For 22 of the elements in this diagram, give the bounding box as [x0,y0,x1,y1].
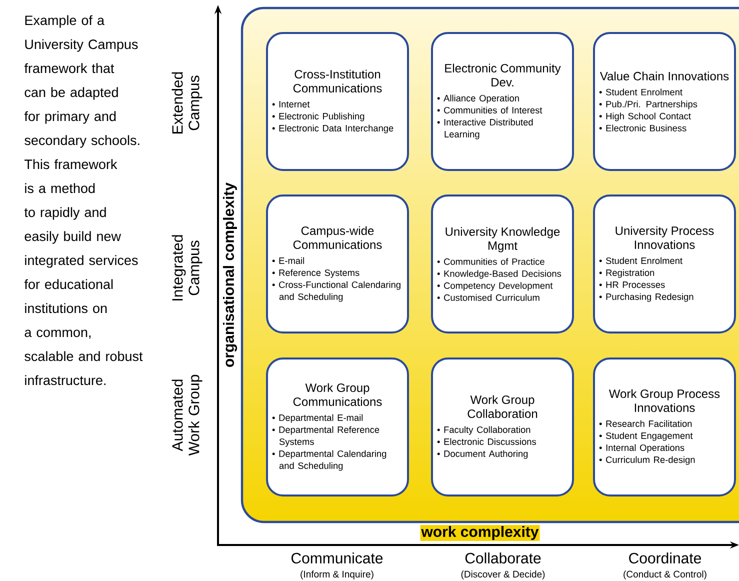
axis-title: work complexity [420,525,540,541]
column-label: Coordinate [629,552,701,564]
row-label: Extended Campus [172,72,202,134]
column-sublabel: (Discover & Decide) [461,570,545,580]
description-text: Example of a University Campus framework that can be adapted for primary and secondary schools. This framework is a method to rapidly and easily build new integrated services for educational institutions on a common, scalable and robust infrastructure. [24,15,143,386]
framework-box: Work Group Communications • Departmental E-mail • Departmental Reference Systems • Departmental Calendaring and Scheduling [266,358,409,496]
column-label: Communicate [292,552,383,564]
column-label: Collaborate [465,552,541,564]
column-sublabel: (Conduct & Control) [624,570,706,580]
framework-box: Cross-Institution Communications • Internet • Electronic Publishing • Electronic Data Interchange [266,32,409,171]
framework-box: Value Chain Innovations • Student Enrolment • Pub./Pri. Partnerships • High School Contact • Electronic Business [593,32,736,171]
framework-box: Electronic Community Dev. • Alliance Operation • Communities of Interest • Interactive Distributed Learning [431,32,574,171]
framework-box: Work Group Process Innovations • Research Facilitation • Student Engagement • Internal Operations • Curriculum Re-design [593,358,736,496]
framework-box: Work Group Collaboration • Faculty Collaboration • Electronic Discussions • Document Authoring [431,358,574,496]
row-label: Automated Work Group [172,374,202,456]
framework-box: University Process Innovations • Student Enrolment • Registration • HR Processes • Purchasing Redesign [593,194,736,334]
framework-box: Campus-wide Communications • E-mail • Reference Systems • Cross-Functional Calendaring and Scheduling [266,194,409,334]
framework-box: University Knowledge Mgmt • Communities of Practice • Knowledge-Based Decisions • Competency Development • Customised Curriculum [431,194,574,334]
axis-title: organisational complexity [222,182,238,367]
column-sublabel: (Inform & Inquire) [300,570,374,580]
row-label: Integrated Campus [172,235,202,300]
matrix-panel [240,6,739,524]
